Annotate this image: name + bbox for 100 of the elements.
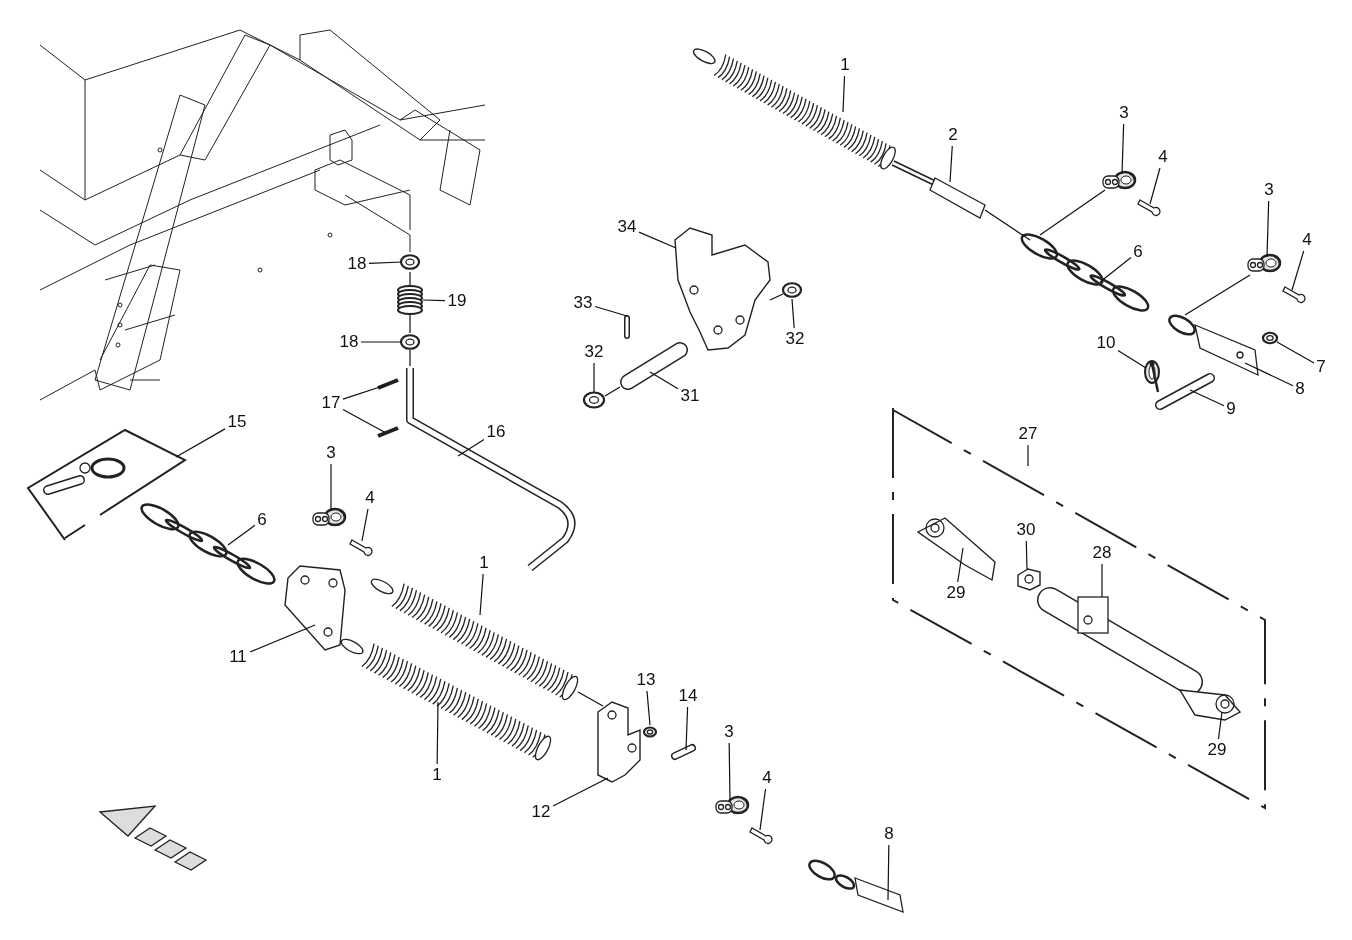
leader-line [646,690,651,726]
bolt-kit-drawing [26,428,187,541]
chain-plate-drawing [808,859,904,913]
leader-line [594,305,628,317]
callout-number: 3 [723,722,735,742]
callout-number: 14 [677,686,699,706]
chain-drawing [1020,233,1150,312]
leader-line [368,261,403,265]
callout-number: 3 [325,443,337,463]
leader-line [1149,167,1161,205]
callout-number: 3 [1263,180,1275,200]
leader-line [552,777,609,807]
callout-number: 13 [635,670,657,690]
cotter-pin-drawing [349,539,373,557]
chain-drawing [140,503,276,585]
callout-number: 8 [1294,379,1306,399]
leader-line [457,438,485,457]
leader-line [436,701,439,765]
shackle-drawing [1247,253,1282,273]
roll-pin-drawing [377,378,399,390]
assembly-line [1039,189,1106,236]
cotter-pin-drawing [749,827,773,845]
assembly-line [409,313,411,334]
callout-number: 1 [839,55,851,75]
callout-number: 11 [227,647,249,667]
coil-spring-drawing [397,285,423,315]
leader-line [685,706,689,751]
callout-number: 32 [784,329,806,349]
shackle-drawing [1102,170,1137,190]
angle-bracket-drawing [597,701,641,783]
leader-line [330,463,332,512]
callout-number: 32 [583,342,605,362]
callout-number: 17 [320,393,342,413]
bracket-drawing [674,227,771,351]
washer-drawing [642,726,658,738]
leader-line [1244,362,1294,387]
roll-pin-drawing [377,426,399,438]
cotter-pin-drawing [1137,199,1161,217]
leader-line [957,547,964,583]
leader-line [759,788,767,831]
callout-number: 6 [256,510,268,530]
leader-line [1276,341,1315,364]
callout-number: 18 [346,254,368,274]
washer-drawing [582,391,606,409]
callout-number: 10 [1095,333,1117,353]
bolt-drawing [671,744,696,760]
washer-drawing [399,254,421,270]
callout-number: 33 [572,293,594,313]
callout-number: 34 [616,217,638,237]
assembly-line [577,691,604,707]
leader-line [227,524,256,546]
assembly-line [604,386,621,397]
leader-line [1101,563,1103,598]
hook-rod-drawing [891,160,986,219]
leader-line [791,298,795,329]
callout-number: 31 [679,386,701,406]
leader-line [175,428,226,458]
leader-line [360,341,403,343]
callout-number: 30 [1015,520,1037,540]
assembly-line [984,209,1031,241]
spring-drawing [340,638,552,761]
leader-line [842,75,846,113]
callout-number: 4 [1157,147,1169,167]
leader-line [1025,540,1028,570]
leader-line [638,231,677,249]
leader-line [649,371,679,390]
leader-line [1099,256,1132,283]
callout-number: 9 [1225,399,1237,419]
callout-number: 4 [364,488,376,508]
callout-number: 29 [1206,740,1228,760]
leader-line [1189,389,1225,407]
leader-line [1291,250,1305,291]
callout-number: 6 [1132,242,1144,262]
spring-drawing [692,48,896,170]
leader-line [1027,444,1029,467]
leader-line [1266,200,1270,258]
washer-drawing [781,282,803,298]
chain-plate-drawing [1168,314,1259,377]
callout-number: 4 [761,768,773,788]
callout-number: 8 [883,824,895,844]
leader-line [479,573,484,616]
leader-line [342,384,387,400]
leader-line [342,408,387,434]
leader-line [728,742,731,801]
callout-number: 29 [945,583,967,603]
spring-drawing [370,578,579,701]
bent-rod-drawing [406,368,576,572]
leader-line [361,508,369,542]
pin-drawing [620,342,688,390]
roll-pin-drawing [624,315,630,339]
leader-line [593,362,595,393]
shackle-drawing [715,795,750,815]
callout-number: 3 [1118,103,1130,123]
callout-number: 19 [446,291,468,311]
washer-drawing [399,334,421,350]
lynch-pin-drawing [1144,360,1160,393]
callout-number: 18 [338,332,360,352]
shackle-drawing [312,507,347,527]
leader-line [887,844,890,901]
leader-line [1121,123,1125,175]
